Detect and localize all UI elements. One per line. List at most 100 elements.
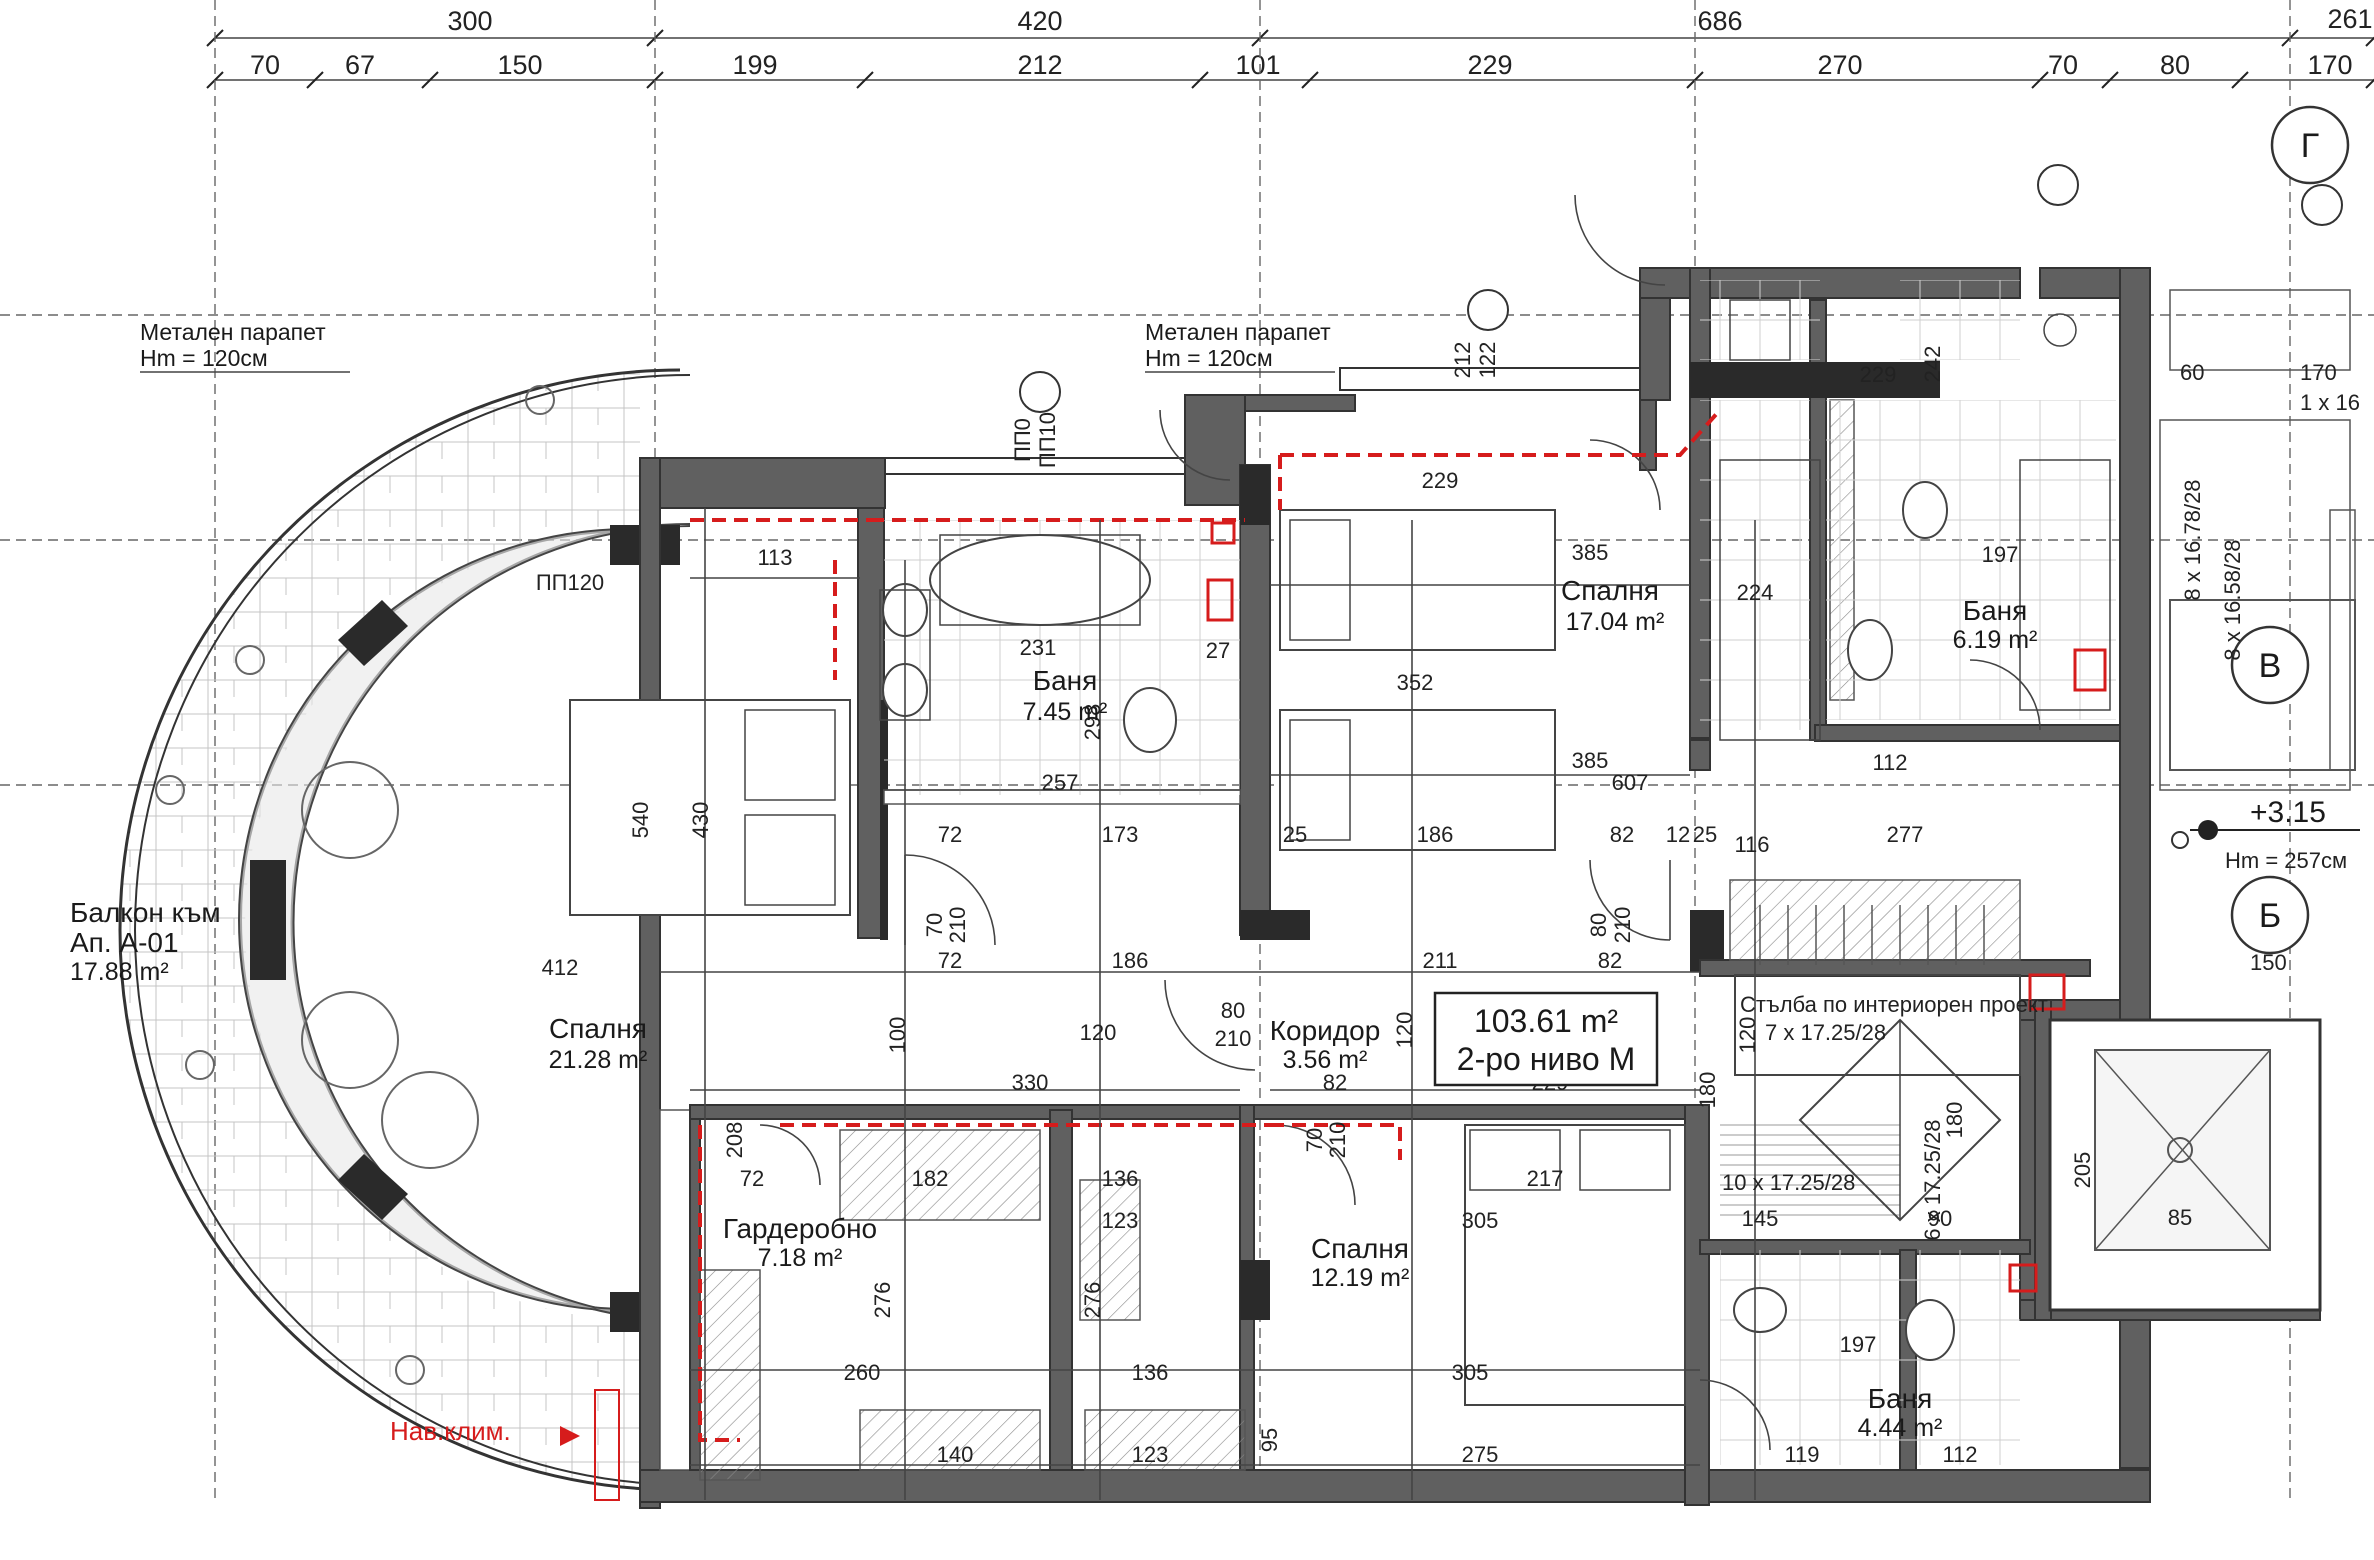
dim-180b: 85: [2168, 1205, 2192, 1230]
dim-112b: 112: [1942, 1442, 1977, 1467]
dim-120b: 120: [1392, 1012, 1417, 1049]
dim-276a: 276: [870, 1282, 895, 1319]
stair-flight-3: 6 x 17.25/28: [1920, 1119, 1945, 1240]
dim-210c: 210: [1215, 1026, 1252, 1051]
room-wardrobe-name: Гардеробно: [723, 1213, 877, 1244]
right-edge-marks: 150 170 60 1 x 16: [2180, 360, 2360, 975]
stair-flight-1: 7 x 17.25/28: [1765, 1020, 1886, 1045]
dim-305b: 305: [1452, 1360, 1489, 1385]
interior-walls: [659, 267, 2321, 1506]
nav-clim-label: Нав.клим.: [390, 1416, 511, 1446]
room-bath-1-name: Баня: [1033, 665, 1098, 696]
dim-330: 330: [1012, 1070, 1049, 1095]
nav-clim-note: Нав.клим.: [390, 1389, 620, 1501]
axis-b-circle: [2230, 875, 2310, 955]
axis-v-circle: [2230, 625, 2310, 705]
room-corridor-area: 3.56 m²: [1283, 1046, 1368, 1074]
dim-212b: ПП0: [1010, 418, 1035, 462]
axis-v-label: В: [2259, 647, 2282, 685]
right-mark-60: 60: [2180, 360, 2204, 385]
total-area-value: 103.61 m²: [1474, 1003, 1618, 1039]
interior-dimensions: 113 231 27 257 72 173 25 186 82 12 25 11…: [536, 342, 2192, 1500]
dimension-tick: [421, 71, 439, 89]
dim-113: 113: [757, 545, 792, 570]
dim-210e: 208: [722, 1122, 747, 1159]
elevation-level: +3.15: [2250, 796, 2326, 829]
dim-277: 277: [1887, 822, 1924, 847]
dim-229b: 229: [1422, 468, 1459, 493]
dim-116: 116: [1734, 832, 1769, 857]
dim-82b: 82: [1598, 948, 1622, 973]
dim-210a: 210: [945, 907, 970, 944]
dim-231: 231: [1020, 635, 1057, 660]
dim-224: 224: [1737, 580, 1774, 605]
dim-186b: 186: [1112, 948, 1149, 973]
dim-686: 686: [1697, 6, 1742, 36]
room-bedroom-master-name: Спалня: [549, 1013, 647, 1044]
dimension-tick: [2365, 78, 2374, 89]
dim-120a: 120: [1080, 1020, 1117, 1045]
dim-80: 80: [2160, 50, 2190, 80]
dim-120c: 120: [1735, 1017, 1760, 1054]
furniture: [569, 299, 2111, 1406]
dim-229d: 212: [1450, 342, 1475, 379]
dim-80b: 80: [1221, 998, 1245, 1023]
dim-275: 275: [1462, 1442, 1499, 1467]
dim-150: 150: [497, 50, 542, 80]
dim-217: 217: [1527, 1166, 1564, 1191]
dim-136a: 136: [1102, 1166, 1139, 1191]
total-area-level: 2-ро ниво М: [1457, 1041, 1635, 1077]
dim-101: 101: [1235, 50, 1280, 80]
dim-210b: 210: [1610, 907, 1635, 944]
dimension-tick: [306, 71, 324, 89]
dim-90: 90: [1928, 1206, 1952, 1231]
dim-229: 229: [1467, 50, 1512, 80]
room-bedroom-master-area: 21.28 m²: [549, 1046, 648, 1074]
dim-72c: 72: [740, 1166, 764, 1191]
room-bath-1-area: 7.45 m²: [1023, 698, 1108, 726]
dim-270: 270: [1817, 50, 1862, 80]
dim-212: 212: [1017, 50, 1062, 80]
stair-note: Стълба по интериорен проект: [1740, 992, 2048, 1017]
dim-112a: 112: [1872, 750, 1907, 775]
dim-82c: 82: [1323, 1070, 1347, 1095]
right-mark-150: 150: [2250, 950, 2287, 975]
dim-257: 257: [1042, 770, 1079, 795]
room-corridor-name: Коридор: [1270, 1015, 1381, 1046]
dim-180a: 205: [2070, 1152, 2095, 1189]
dim-67: 67: [345, 50, 375, 80]
axis-g-label: Г: [2301, 127, 2319, 165]
dim-430: 430: [688, 802, 713, 839]
right-stair-b: 8 x 16.78/28: [2180, 479, 2205, 600]
right-mark-170: 170: [2300, 360, 2337, 385]
dim-182: 182: [912, 1166, 949, 1191]
dim-122: ПП10: [1035, 412, 1060, 468]
dim-420: 420: [1017, 6, 1062, 36]
room-bath-3-area: 4.44 m²: [1858, 1414, 1943, 1442]
room-bedroom-1-name: Спалня: [1561, 575, 1659, 606]
dim-70a: 70: [922, 913, 947, 937]
dim-540: 540: [628, 802, 653, 839]
dimension-tick: [1301, 71, 1319, 89]
dim-80c: 70: [1302, 1128, 1327, 1152]
internal-stairs: [1720, 419, 2351, 1222]
dimension-tick: [1191, 71, 1209, 89]
elevation-height: Нm = 257см: [2225, 848, 2347, 873]
dim-276b: 276: [1080, 1282, 1105, 1319]
balcony-label: Балкон към Ап. А-01 17.88 m²: [70, 897, 221, 986]
dim-119: 119: [1784, 1442, 1819, 1467]
elevation-mark: +3.15 Нm = 257см: [2190, 796, 2360, 873]
dim-100: 100: [885, 1017, 910, 1054]
parapet-left-title: Метален парапет: [140, 319, 326, 345]
stair-shaft: [2048, 289, 2356, 1312]
dim-12a: 12: [1666, 822, 1690, 847]
dim-25b: 25: [1693, 822, 1717, 847]
dim-173: 173: [1102, 822, 1139, 847]
dim-123a: 123: [1102, 1208, 1139, 1233]
dim-95: 180: [1695, 1072, 1720, 1109]
room-bath-2-name: Баня: [1963, 595, 2028, 626]
dimension-tick: [2365, 36, 2374, 47]
dimension-tick: [856, 71, 874, 89]
dim-145: 145: [1742, 1206, 1779, 1231]
